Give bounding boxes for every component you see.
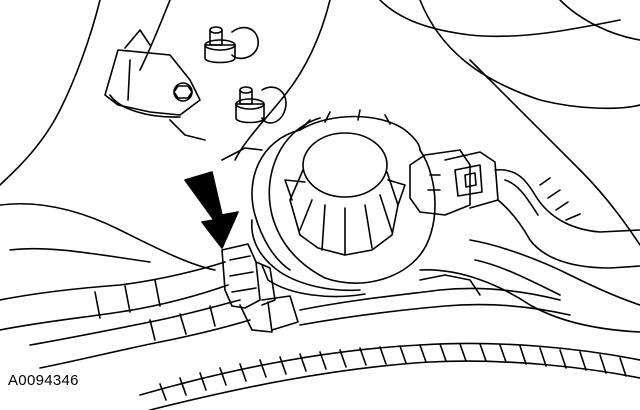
body-panel-lines bbox=[0, 0, 640, 271]
locator-arrow-icon bbox=[184, 171, 239, 249]
lower-tubing bbox=[299, 274, 571, 326]
electrical-connector bbox=[409, 149, 499, 216]
fluted-cap bbox=[284, 109, 406, 256]
figure-id-label: A0094346 bbox=[6, 372, 81, 389]
wiring-harness bbox=[419, 169, 640, 333]
mounting-studs bbox=[204, 26, 287, 124]
valve-housing bbox=[250, 115, 436, 298]
hose-lines bbox=[0, 261, 251, 369]
retaining-wire bbox=[169, 119, 263, 161]
quick-connect-fitting bbox=[221, 243, 299, 333]
mounting-bracket bbox=[104, 29, 201, 118]
corrugated-conduit bbox=[139, 342, 640, 410]
